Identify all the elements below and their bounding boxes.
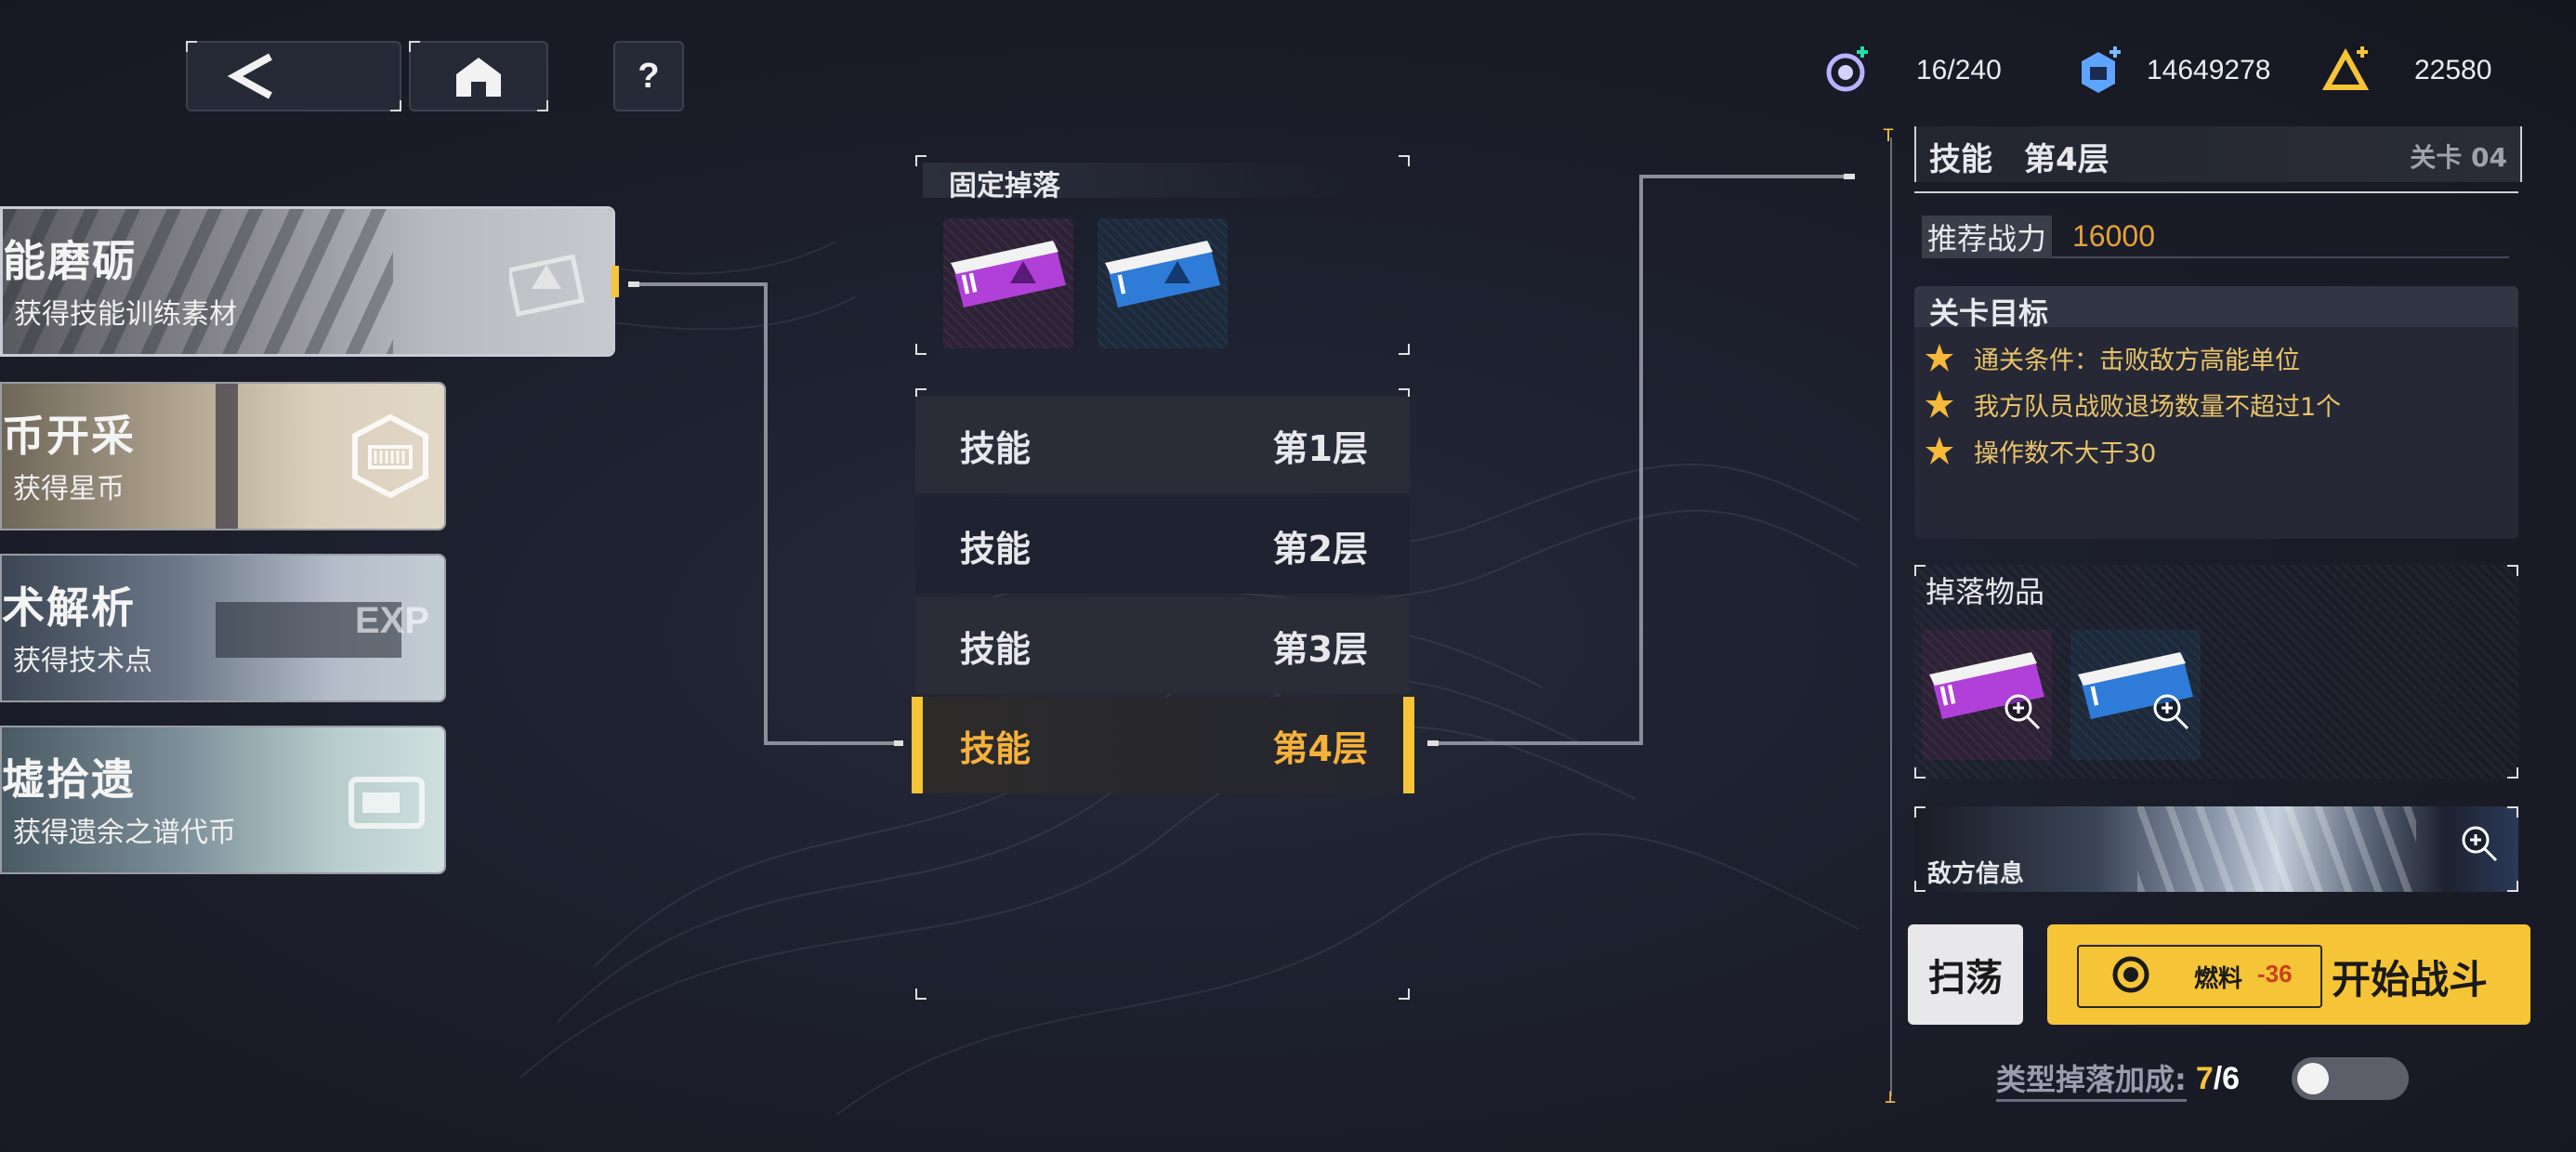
- star-coin-value: 14649278: [2147, 55, 2271, 85]
- toggle-knob: [2297, 1063, 2329, 1094]
- floor-level: 第2层: [1272, 528, 1368, 569]
- bonus-label: 类型掉落加成:: [1996, 1056, 2187, 1102]
- coin-emblem-icon: [352, 413, 428, 499]
- floor-row[interactable]: 技能 第2层: [915, 497, 1410, 594]
- ticket-emblem-icon: [509, 254, 585, 317]
- goals-label: 关卡目标: [1929, 295, 2049, 331]
- token-currency[interactable]: 22580: [2321, 45, 2544, 97]
- relic-emblem-icon: [348, 777, 425, 829]
- floor-name: 技能: [960, 628, 1032, 670]
- category-tech-analysis[interactable]: EXP 术解析 获得技术点: [0, 554, 446, 702]
- back-arrow-icon: [227, 53, 272, 99]
- zoom-icon: [2153, 694, 2189, 730]
- star-icon: [1925, 437, 1953, 465]
- goal-item: 我方队员战败退场数量不超过1个: [1924, 381, 2341, 427]
- stage-header-underline: [1914, 191, 2518, 193]
- category-title: 能磨砺: [3, 236, 137, 286]
- stage-goals-panel: 关卡目标 通关条件：击败敌方高能单位 我方队员战败退场数量不超过1个 操作数不大…: [1914, 286, 2518, 539]
- help-button[interactable]: ?: [613, 41, 684, 111]
- star-icon: [1925, 344, 1953, 372]
- category-relic[interactable]: 墟拾遗 获得遗余之谱代币: [0, 726, 446, 874]
- purple-ticket-icon: II: [951, 241, 1066, 308]
- stage-title: 技能 第4层: [1929, 141, 2109, 178]
- floor-level: 第1层: [1272, 427, 1368, 469]
- sweep-button[interactable]: 扫荡: [1908, 924, 2023, 1025]
- floor-row[interactable]: 技能 第3层: [915, 597, 1410, 694]
- bonus-current: 7: [2195, 1060, 2214, 1096]
- power-label: 推荐战力: [1922, 216, 2053, 258]
- question-icon: ?: [637, 56, 660, 96]
- star-coin-icon: [2082, 46, 2121, 93]
- selected-floor-marker-left: [912, 697, 923, 793]
- fuel-currency[interactable]: 16/240: [1821, 45, 2026, 97]
- drop-item-ticket-2[interactable]: II: [1922, 630, 2052, 760]
- zoom-icon: [2004, 694, 2041, 730]
- category-subtitle: 获得技能训练素材: [14, 298, 237, 331]
- blue-ticket-icon: I: [2078, 652, 2193, 719]
- enemy-info-button[interactable]: 敌方信息: [1914, 806, 2518, 892]
- star-coin-currency[interactable]: 14649278: [2074, 45, 2344, 97]
- category-subtitle: 获得技术点: [13, 645, 152, 677]
- panel-bottom-marker: ⊥: [1885, 1088, 1897, 1109]
- drop-items-panel: 掉落物品 II I: [1914, 565, 2518, 779]
- drop-item-ticket-2[interactable]: II: [943, 218, 1073, 348]
- fuel-cost-value: -36: [2257, 960, 2293, 988]
- fixed-drop-panel: 固定掉落 II I: [915, 155, 1410, 355]
- floor-level: 第4层: [1272, 727, 1368, 769]
- stage-code: 关卡 04: [2410, 142, 2507, 173]
- fuel-cost-label: 燃料: [2194, 965, 2243, 993]
- home-button[interactable]: [409, 41, 548, 111]
- category-title: 墟拾遗: [2, 754, 136, 805]
- svg-text:II: II: [959, 268, 980, 301]
- blue-ticket-icon: I: [1105, 241, 1220, 308]
- recommended-power-row: 推荐战力 16000: [1922, 216, 2509, 258]
- enemy-info-label: 敌方信息: [1927, 860, 2025, 888]
- triangle-token-icon: [2321, 46, 2370, 90]
- power-value: 16000: [2072, 219, 2155, 253]
- home-icon: [456, 58, 501, 97]
- fuel-icon: [1826, 46, 1868, 92]
- floor-name: 技能: [960, 427, 1032, 469]
- category-star-coin[interactable]: 币开采 获得星币: [0, 382, 446, 530]
- bonus-toggle[interactable]: [2292, 1057, 2409, 1100]
- sweep-label: 扫荡: [1928, 957, 2003, 1000]
- drop-items-label: 掉落物品: [1925, 574, 2045, 609]
- svg-text:II: II: [1938, 679, 1959, 713]
- start-battle-button[interactable]: 燃料 -36 开始战斗: [2047, 924, 2530, 1025]
- selected-floor-marker-right: [1403, 697, 1414, 793]
- bonus-max: /6: [2213, 1060, 2241, 1096]
- floor-name: 技能: [960, 727, 1032, 769]
- floor-list-frame: [915, 388, 1410, 1000]
- goal-item: 通关条件：击败敌方高能单位: [1924, 334, 2341, 381]
- drop-item-ticket-1[interactable]: I: [2070, 630, 2201, 760]
- panel-divider: [1890, 137, 1892, 1096]
- category-title: 术解析: [2, 583, 136, 633]
- category-subtitle: 获得星币: [13, 473, 125, 505]
- zoom-icon: [2462, 826, 2498, 862]
- floor-name: 技能: [960, 528, 1032, 569]
- fuel-icon: [2112, 956, 2149, 993]
- type-drop-bonus-row: 类型掉落加成: 7 /6: [1996, 1056, 2241, 1102]
- start-battle-label: 开始战斗: [2332, 957, 2489, 1002]
- floor-row-selected[interactable]: 技能 第4层: [915, 697, 1410, 793]
- category-subtitle: 获得遗余之谱代币: [13, 817, 236, 849]
- stage-header: 技能 第4层 关卡 04: [1914, 126, 2522, 182]
- purple-ticket-icon: II: [1929, 652, 2044, 719]
- fixed-drop-label: 固定掉落: [949, 170, 1060, 203]
- back-button[interactable]: [186, 41, 401, 111]
- star-icon: [1925, 390, 1953, 418]
- fuel-value: 16/240: [1916, 55, 2002, 85]
- drop-item-ticket-1[interactable]: I: [1097, 218, 1228, 348]
- panel-top-marker: T: [1883, 126, 1895, 148]
- token-value: 22580: [2414, 55, 2492, 85]
- category-skill-training[interactable]: 能磨砺 获得技能训练素材: [0, 206, 615, 357]
- floor-row[interactable]: 技能 第1层: [915, 397, 1410, 493]
- exp-badge: EXP: [355, 600, 430, 641]
- goal-item: 操作数不大于30: [1924, 427, 2341, 474]
- category-selected-marker: [611, 266, 619, 297]
- floor-level: 第3层: [1272, 628, 1368, 670]
- category-title: 币开采: [2, 411, 136, 461]
